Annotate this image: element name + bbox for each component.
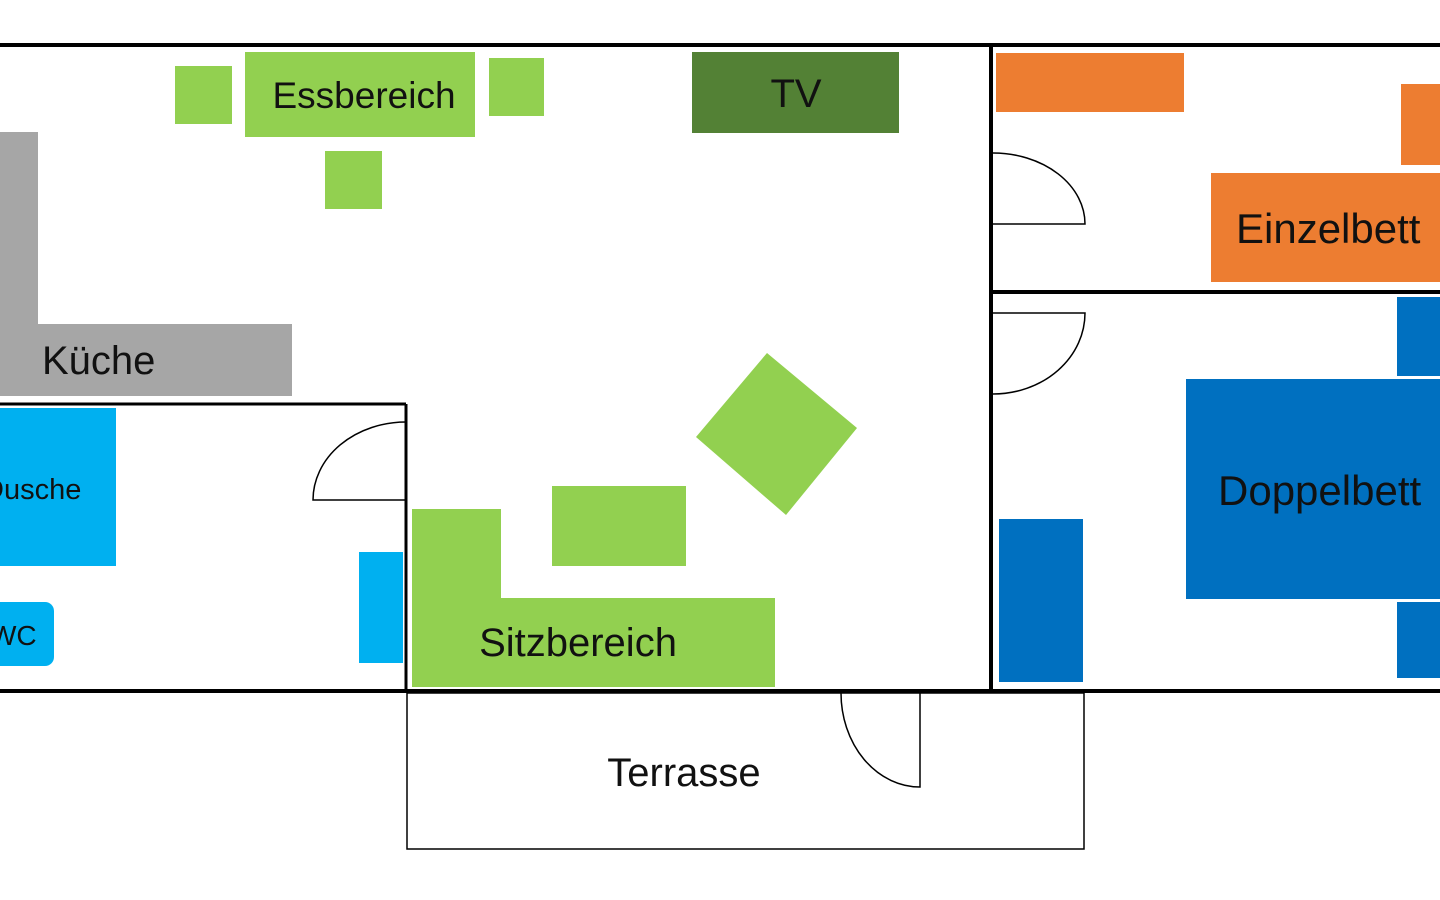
door-terrace: [840, 692, 921, 788]
doors: [312, 152, 1086, 788]
armchair: [696, 353, 857, 515]
single-bedroom-nightstand: [1401, 84, 1440, 165]
single-bedroom-wardrobe: [996, 53, 1184, 112]
corner-sofa: [412, 509, 775, 687]
wc-label: WC: [0, 620, 37, 651]
terrace-label: Terrasse: [607, 751, 760, 795]
tv-label: TV: [770, 72, 821, 116]
dining-chair-left: [175, 66, 232, 124]
double-bed: [1186, 379, 1440, 599]
terrace-outline: [406, 692, 1085, 850]
door-bathroom: [312, 421, 407, 501]
coffee-table: [552, 486, 686, 566]
double-bed-label: Doppelbett: [1218, 467, 1421, 514]
washbasin: [359, 552, 403, 663]
dining-chair-right: [489, 58, 544, 116]
dining-label: Essbereich: [272, 75, 455, 116]
toilet: [0, 602, 54, 666]
kitchen-label: Küche: [42, 339, 155, 383]
shower-label: Dusche: [0, 474, 81, 506]
walls: [0, 43, 1440, 693]
tv-unit: [692, 52, 899, 133]
dining-table: [245, 52, 475, 137]
dining-chair-bottom: [325, 151, 382, 209]
door-single-bedroom: [992, 152, 1086, 225]
kitchen-counter: [0, 132, 292, 396]
seating-label: Sitzbereich: [479, 621, 677, 665]
single-bed-label: Einzelbett: [1236, 205, 1421, 252]
door-double-bedroom: [992, 312, 1086, 395]
double-bedroom-nightstand-bottom: [1397, 602, 1440, 678]
shower: [0, 408, 116, 566]
double-bedroom-nightstand-top: [1397, 297, 1440, 376]
double-bedroom-wardrobe: [999, 519, 1083, 682]
single-bed: [1211, 173, 1440, 282]
